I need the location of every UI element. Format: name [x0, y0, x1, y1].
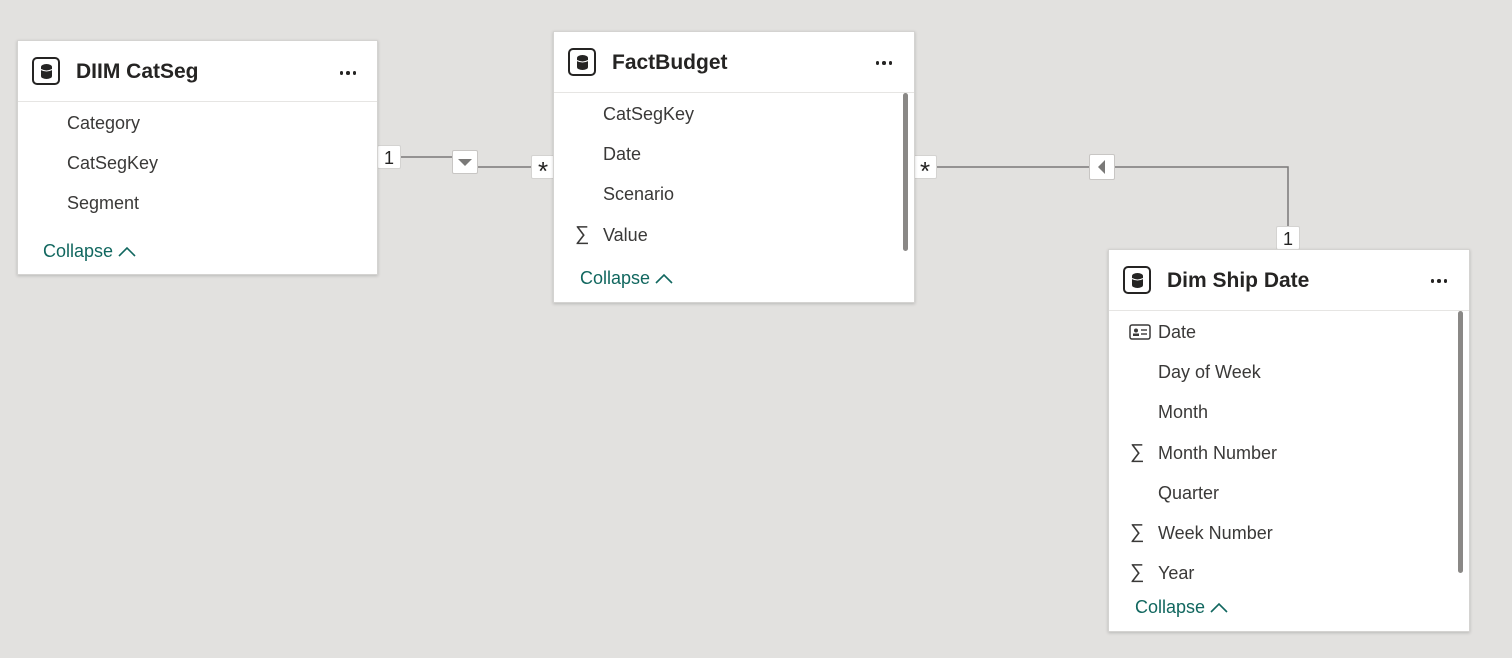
field-segment[interactable]: Segment	[67, 193, 140, 213]
field-value[interactable]: Value	[603, 225, 648, 245]
table-card-diim-catseg[interactable]: DIIM CatSeg Category CatSegKey Segment C…	[17, 40, 378, 275]
field-week-number[interactable]: Week Number	[1158, 523, 1273, 543]
field-date[interactable]: Date	[603, 144, 642, 164]
table-title[interactable]: DIIM CatSeg	[76, 60, 199, 83]
table-header[interactable]: Dim Ship Date	[1109, 250, 1469, 311]
sum-icon: ∑	[1130, 561, 1145, 583]
chevron-up-icon	[655, 273, 673, 284]
table-title[interactable]: FactBudget	[612, 51, 728, 74]
filter-direction-button-2[interactable]	[1089, 154, 1115, 180]
field-quarter[interactable]: Quarter	[1158, 483, 1220, 503]
sum-icon: ∑	[1130, 441, 1145, 463]
collapse-label: Collapse	[580, 268, 651, 288]
chevron-up-icon	[1210, 602, 1228, 613]
collapse-button[interactable]: Collapse	[43, 241, 137, 262]
table-header[interactable]: FactBudget	[554, 32, 914, 93]
caret-left-icon	[1098, 160, 1105, 174]
database-icon	[568, 48, 596, 76]
field-scenario[interactable]: Scenario	[603, 184, 675, 204]
table-header[interactable]: DIIM CatSeg	[18, 41, 377, 102]
chevron-up-icon	[118, 246, 136, 257]
field-date[interactable]: Date	[1158, 322, 1197, 342]
more-options-icon[interactable]	[1426, 271, 1452, 291]
cardinality-many-marker-2: *	[913, 155, 937, 186]
caret-down-icon	[458, 159, 472, 166]
more-options-icon[interactable]	[335, 63, 361, 83]
vertical-scrollbar[interactable]	[1458, 311, 1463, 573]
cardinality-one-marker-2: 1	[1276, 226, 1300, 250]
field-year[interactable]: Year	[1158, 563, 1195, 583]
collapse-button[interactable]: Collapse	[1135, 597, 1229, 618]
table-card-dim-ship-date[interactable]: Dim Ship Date Date Day of Week Month ∑ M…	[1108, 249, 1470, 632]
field-day-of-week[interactable]: Day of Week	[1158, 362, 1261, 382]
field-catsegkey[interactable]: CatSegKey	[67, 153, 159, 173]
sum-icon: ∑	[575, 223, 590, 245]
cardinality-one-marker: 1	[377, 145, 401, 169]
collapse-button[interactable]: Collapse	[580, 268, 674, 289]
database-icon	[1123, 266, 1151, 294]
table-title[interactable]: Dim Ship Date	[1167, 269, 1310, 292]
field-month[interactable]: Month	[1158, 402, 1209, 422]
filter-direction-button[interactable]	[452, 150, 478, 174]
collapse-label: Collapse	[1135, 597, 1206, 617]
cardinality-many-marker: *	[531, 155, 555, 186]
id-card-icon	[1129, 324, 1151, 340]
field-category[interactable]: Category	[67, 113, 141, 133]
database-icon	[32, 57, 60, 85]
collapse-label: Collapse	[43, 241, 114, 261]
relationship-line-factbudget-shipdate	[915, 166, 1289, 228]
table-card-factbudget[interactable]: FactBudget CatSegKey Date Scenario ∑ Val…	[553, 31, 915, 303]
vertical-scrollbar[interactable]	[903, 93, 908, 251]
sum-icon: ∑	[1130, 521, 1145, 543]
field-month-number[interactable]: Month Number	[1158, 443, 1278, 463]
field-catsegkey[interactable]: CatSegKey	[603, 104, 695, 124]
more-options-icon[interactable]	[871, 53, 897, 73]
